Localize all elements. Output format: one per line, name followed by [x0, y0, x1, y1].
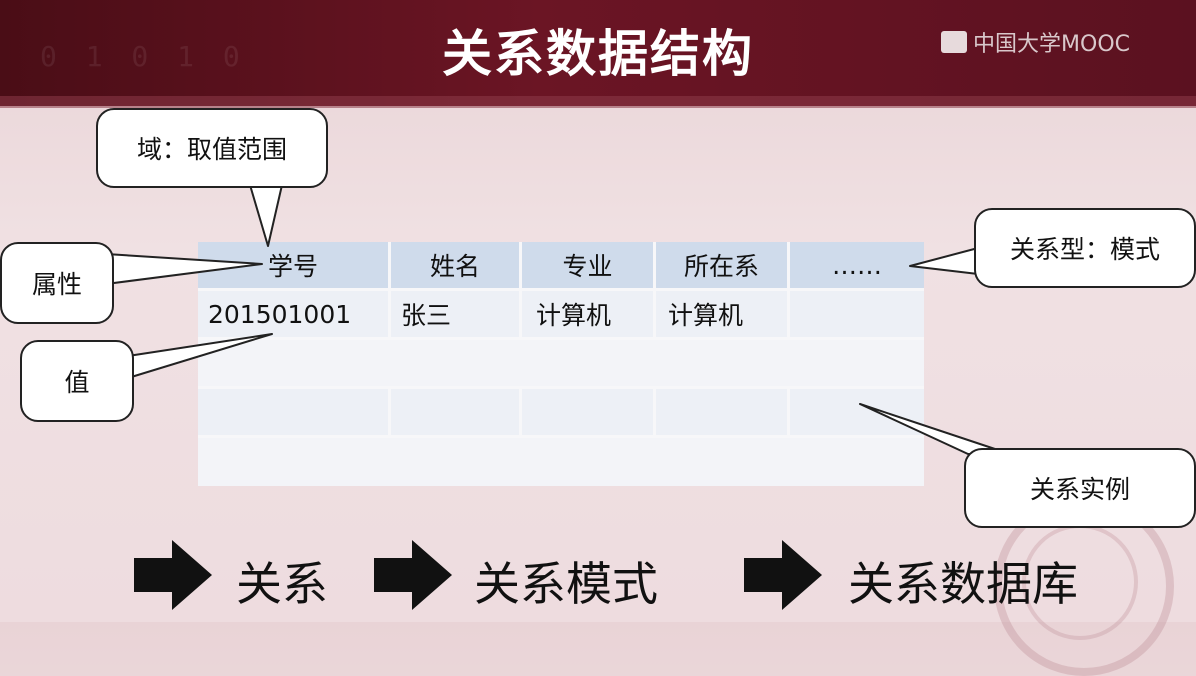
right-arrow-icon	[744, 540, 822, 610]
table-empty-cell	[391, 389, 519, 435]
header-band	[0, 96, 1196, 108]
table-header-cell: 姓名	[391, 242, 519, 288]
table-empty-row	[198, 340, 924, 386]
mooc-logo: 中国大学MOOC	[941, 26, 1130, 58]
callout-pointers	[105, 184, 1011, 455]
callout-domain: 域：取值范围	[96, 108, 328, 188]
table-cell: 计算机	[522, 291, 653, 337]
table-header-cell: 专业	[522, 242, 653, 288]
right-arrow-icon	[134, 540, 212, 610]
slide-title: 关系数据结构	[442, 25, 754, 83]
term-relation-schema: 关系模式	[474, 557, 658, 611]
table-empty-cell	[522, 389, 653, 435]
callout-value: 值	[20, 340, 134, 422]
term-relation: 关系	[236, 557, 328, 611]
mooc-logo-text: 中国大学MOOC	[973, 32, 1130, 57]
table-cell: 张三	[391, 291, 519, 337]
table-empty-cell	[198, 389, 388, 435]
callout-schema: 关系型：模式	[974, 208, 1196, 288]
table-cell: 201501001	[198, 291, 388, 337]
term-relational-database: 关系数据库	[848, 557, 1078, 611]
slide-header: 0 1 0 1 0 关系数据结构 中国大学MOOC	[0, 0, 1196, 106]
table-header-cell: ……	[790, 242, 924, 288]
right-arrow-icon	[374, 540, 452, 610]
binary-decoration: 0 1 0 1 0	[40, 40, 246, 73]
table-empty-cell	[790, 389, 924, 435]
callout-attribute: 属性	[0, 242, 114, 324]
table-cell	[790, 291, 924, 337]
relation-table: 学号 姓名 专业 所在系 …… 201501001 张三 计算机 计算机	[198, 242, 924, 486]
table-empty-row	[198, 438, 924, 486]
table-cell: 计算机	[656, 291, 787, 337]
table-empty-cell	[656, 389, 787, 435]
mooc-logo-icon	[941, 31, 968, 53]
table-header-cell: 所在系	[656, 242, 787, 288]
callout-instance: 关系实例	[964, 448, 1196, 528]
